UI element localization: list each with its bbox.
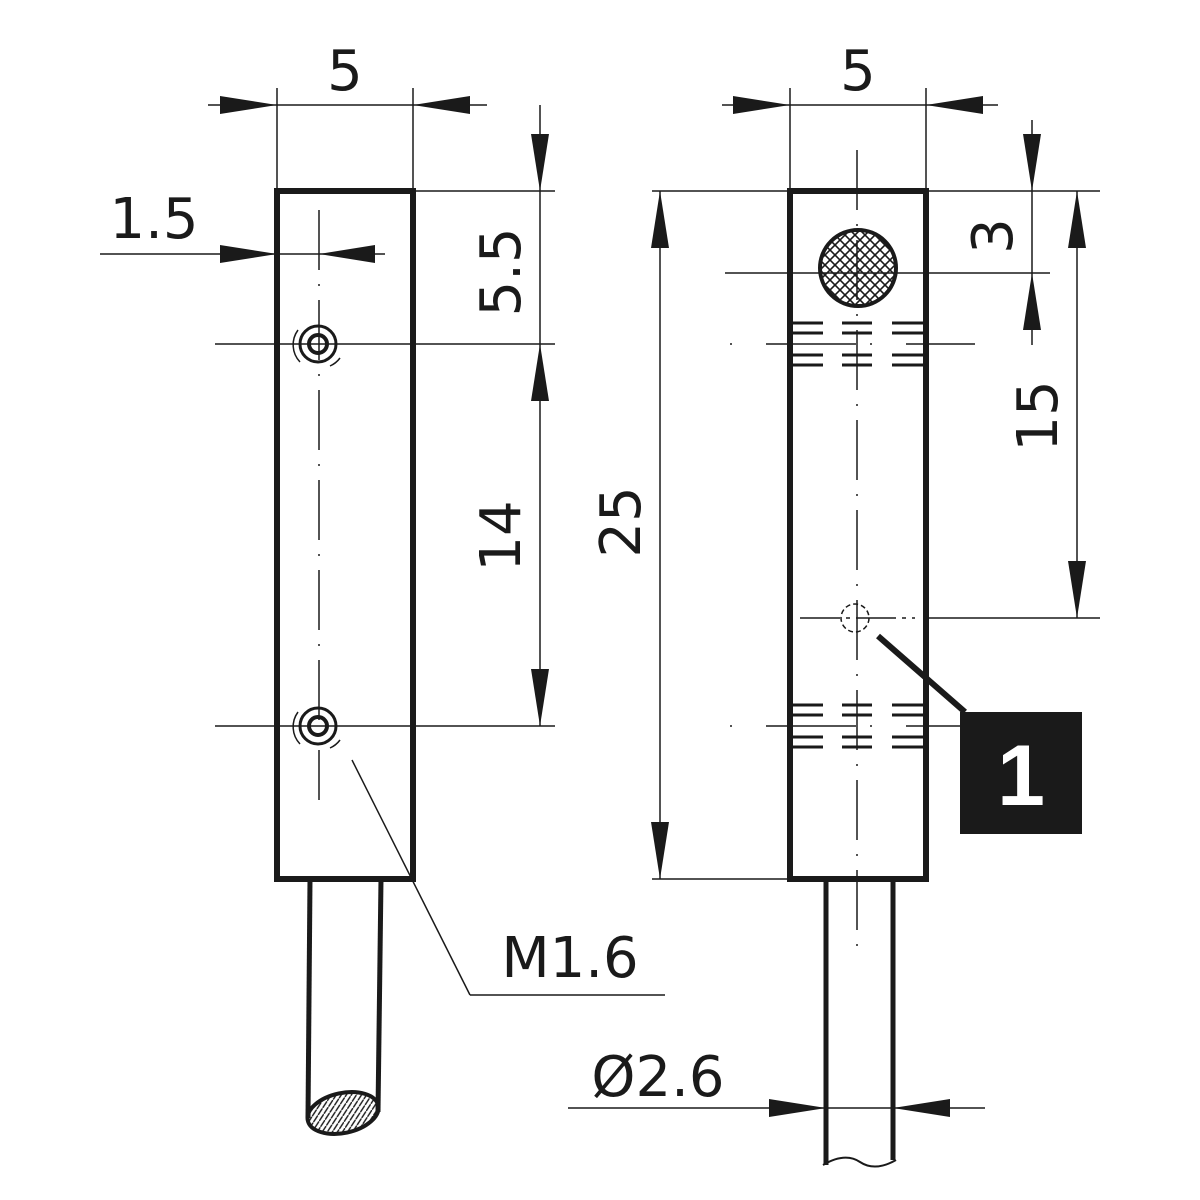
cable-break-line (822, 1156, 897, 1168)
left-width-label: 5 (327, 39, 363, 104)
hole-spacing-dimension (531, 669, 549, 726)
callout-box (960, 712, 1082, 834)
right-width-label: 5 (840, 39, 876, 104)
thread-label: M1.6 (501, 926, 638, 991)
sensor-offset-dimension (926, 120, 1100, 345)
sensing-face (818, 228, 898, 308)
left-sensor-body (274, 188, 416, 882)
hole-offset-dimension (100, 245, 385, 263)
thread-leader (351, 759, 665, 996)
callout-number: 1 (997, 728, 1045, 824)
mounting-hole-bottom (292, 706, 341, 749)
sensor-to-center-dimension (1068, 191, 1086, 618)
mounting-hole-top (292, 324, 341, 367)
top-to-hole-dimension (531, 105, 549, 726)
cable-cross-section (305, 1090, 381, 1136)
hole-spacing-label: 14 (469, 500, 534, 571)
sensor-to-center-label: 15 (1006, 380, 1071, 451)
total-length-dimension (651, 190, 790, 880)
cable-diameter-dimension (568, 1099, 985, 1117)
right-view: 5 25 3 15 1 (568, 39, 1100, 1168)
left-view: 5 1.5 5.5 14 M1.6 (100, 39, 665, 1136)
hidden-hole-top (730, 321, 975, 367)
sensing-center-mark (800, 603, 1100, 633)
right-cable (822, 879, 897, 1168)
left-width-dimension (208, 88, 487, 191)
right-width-dimension (722, 88, 998, 191)
callout-leader (876, 633, 967, 715)
hidden-hole-bottom (730, 703, 975, 749)
cable-diameter-label: Ø2.6 (591, 1045, 724, 1110)
right-sensor-body (787, 188, 929, 882)
total-length-label: 25 (589, 486, 654, 557)
sensor-offset-label: 3 (961, 218, 1026, 254)
hole-offset-label: 1.5 (109, 187, 198, 252)
top-to-hole-label: 5.5 (469, 227, 534, 316)
left-cable (305, 878, 384, 1136)
